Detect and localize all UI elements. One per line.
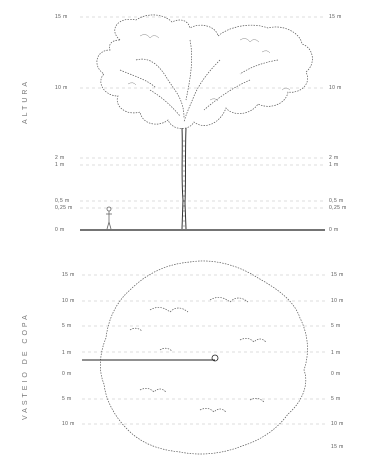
elevation-right-label: 10 m [329,85,342,91]
elevation-right-label: 2 m [329,155,339,161]
plan-left-label: 10 m [62,421,75,427]
plan-right-label: 5 m [331,396,341,402]
plan-right-label: 15 m [331,444,344,450]
human-scale-figure [106,206,112,230]
plan-left-label: 10 m [62,298,75,304]
plan-right-label: 10 m [331,298,344,304]
elevation-left-label: 2 m [55,155,65,161]
plan-right-label: 15 m [331,272,344,278]
tree-crown-plan [100,260,308,455]
plan-trunk-marker [211,354,219,362]
elevation-left-label: 10 m [55,85,68,91]
elevation-right-label: 0,25 m [329,205,347,211]
elevation-right-label: 0,5 m [329,198,344,204]
plan-right-label: 0 m [331,371,341,377]
elevation-left-label: 15 m [55,14,68,20]
plan-left-label: 5 m [62,396,72,402]
plan-left-label: 15 m [62,272,75,278]
tree-trunk [181,127,187,230]
elevation-right-label: 15 m [329,14,342,20]
plan-left-label: 0 m [62,371,72,377]
plan-right-label: 5 m [331,323,341,329]
plan-left-label: 5 m [62,323,72,329]
elevation-left-label: 0,5 m [55,198,70,204]
elevation-right-label: 1 m [329,162,339,168]
tree-crown-elevation [96,14,313,129]
plan-right-label: 1 m [331,350,341,356]
elevation-left-label: 0 m [55,227,65,233]
plan-right-label: 10 m [331,421,344,427]
elevation-left-label: 0,25 m [55,205,73,211]
elevation-left-label: 1 m [55,162,65,168]
plan-left-label: 1 m [62,350,72,356]
crown-texture [127,34,291,102]
elevation-right-label: 0 m [329,227,339,233]
